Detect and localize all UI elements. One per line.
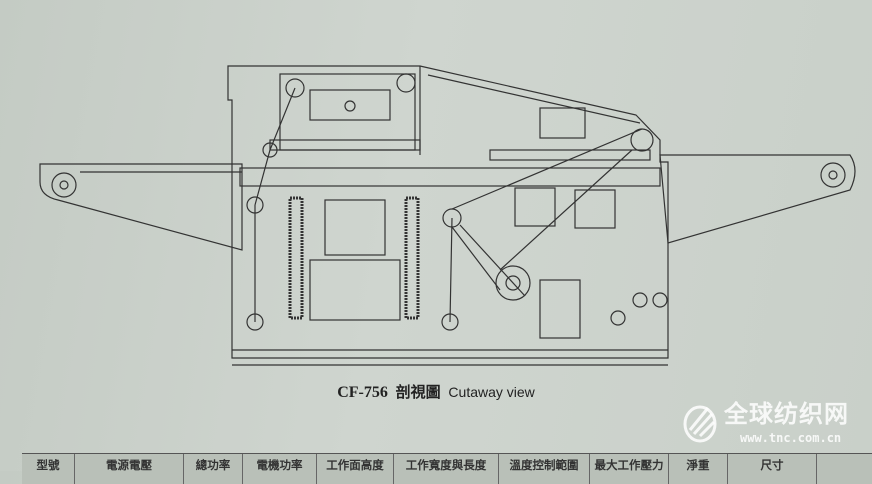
cutaway-drawing xyxy=(39,65,856,366)
left-spring xyxy=(288,196,304,320)
drive-motor xyxy=(495,265,531,301)
watermark: 全球纺织网 www.tnc.com.cn xyxy=(680,400,872,450)
machine-frame xyxy=(227,65,669,359)
infeed-conveyor xyxy=(39,163,243,251)
header-dimensions: 尺寸 xyxy=(728,454,817,484)
header-net-weight: 淨重 xyxy=(669,454,728,484)
header-temp-range: 溫度控制範圍 xyxy=(499,454,590,484)
infeed-roller xyxy=(51,172,77,198)
outfeed-roller xyxy=(820,162,846,188)
watermark-logo-icon xyxy=(683,405,717,443)
caption-title-cn: 剖視圖 xyxy=(395,383,441,401)
spec-table-header: 型號 電源電壓 總功率 電機功率 工作面高度 工作寬度與長度 溫度控制範圍 最大… xyxy=(22,453,872,484)
header-work-height: 工作面高度 xyxy=(317,454,394,484)
watermark-url: www.tnc.com.cn xyxy=(740,431,842,445)
header-total-power: 總功率 xyxy=(184,454,243,484)
header-work-size: 工作寬度與長度 xyxy=(394,454,499,484)
control-box xyxy=(539,279,581,339)
upper-press-unit xyxy=(279,73,416,151)
work-table xyxy=(239,167,661,187)
watermark-name: 全球纺织网 xyxy=(724,400,849,428)
lower-press-unit xyxy=(309,259,401,321)
header-voltage: 電源電壓 xyxy=(75,454,184,484)
header-max-pressure: 最大工作壓力 xyxy=(590,454,669,484)
outfeed-conveyor xyxy=(659,154,856,244)
caption-model: CF-756 xyxy=(337,384,388,401)
figure-caption: CF-756 剖視圖 Cutaway view xyxy=(0,381,872,402)
right-spring xyxy=(404,196,420,320)
caption-title-en: Cutaway view xyxy=(448,384,535,400)
header-motor-power: 電機功率 xyxy=(243,454,317,484)
header-model: 型號 xyxy=(22,454,75,484)
